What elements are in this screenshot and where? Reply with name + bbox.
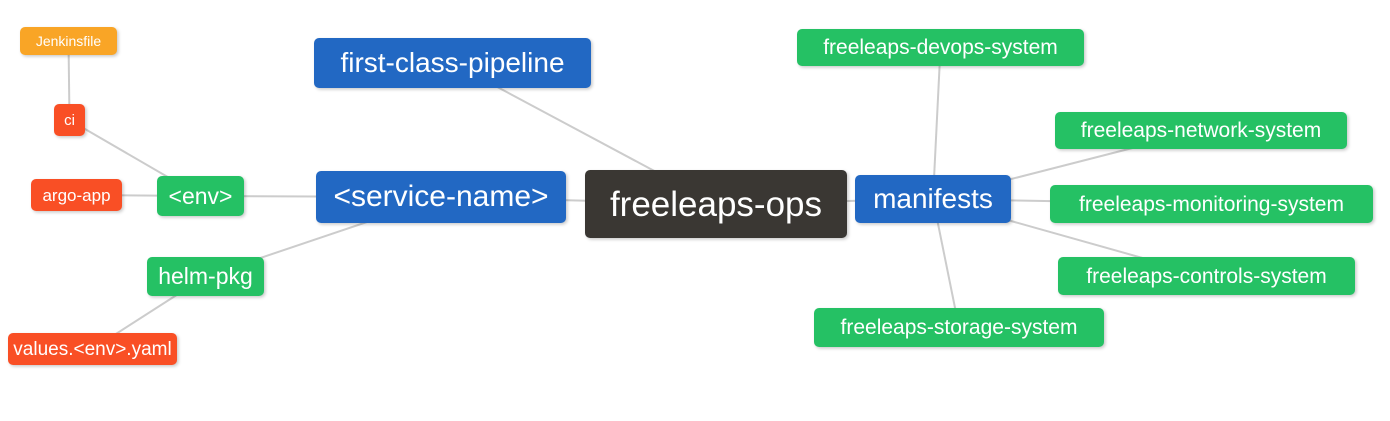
node-jenkinsfile[interactable]: Jenkinsfile	[20, 27, 117, 55]
node-argo-app[interactable]: argo-app	[31, 179, 122, 211]
node-freeleaps-storage-system[interactable]: freeleaps-storage-system	[814, 308, 1104, 347]
edge-manifests-freeleaps-devops-system	[932, 47, 942, 200]
node-manifests[interactable]: manifests	[855, 175, 1011, 223]
node-service-name[interactable]: <service-name>	[316, 171, 566, 223]
node-freeleaps-devops-system[interactable]: freeleaps-devops-system	[797, 29, 1084, 66]
node-freeleaps-network-system[interactable]: freeleaps-network-system	[1055, 112, 1347, 149]
node-freeleaps-ops[interactable]: freeleaps-ops	[585, 170, 847, 238]
node-first-class-pipeline[interactable]: first-class-pipeline	[314, 38, 591, 88]
node-env[interactable]: <env>	[157, 176, 244, 216]
node-values-env-yaml[interactable]: values.<env>.yaml	[8, 333, 177, 365]
node-freeleaps-controls-system[interactable]: freeleaps-controls-system	[1058, 257, 1355, 295]
node-helm-pkg[interactable]: helm-pkg	[147, 257, 264, 296]
node-ci[interactable]: ci	[54, 104, 85, 136]
node-freeleaps-monitoring-system[interactable]: freeleaps-monitoring-system	[1050, 185, 1373, 223]
